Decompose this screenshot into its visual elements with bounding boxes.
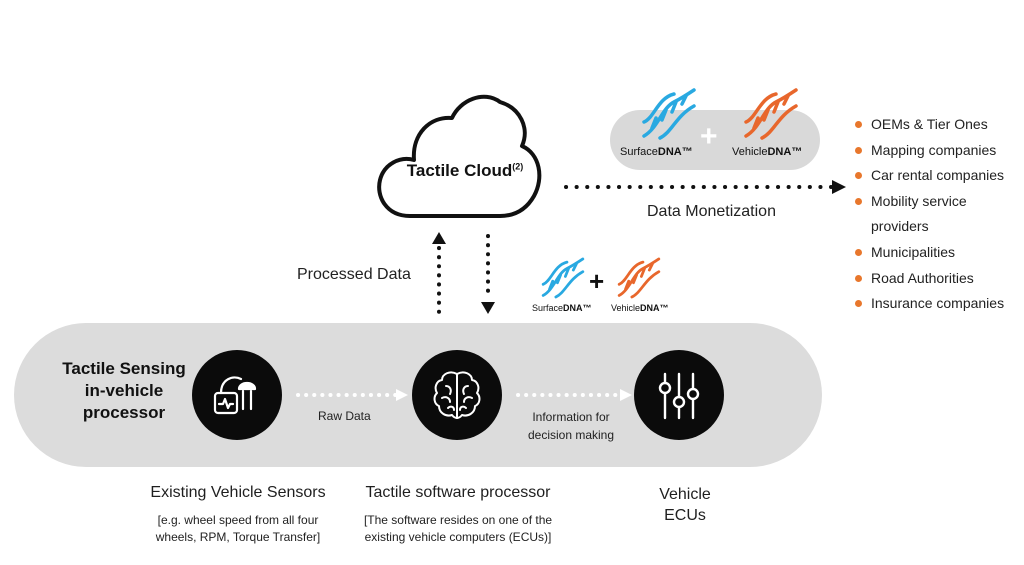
plus-sign-mid: +: [589, 266, 605, 296]
information-label-line1: Information for: [532, 410, 610, 424]
processed-data-arrows: [432, 232, 495, 314]
raw-data-label: Raw Data: [318, 409, 371, 423]
processor-detail: [The software resides on one of the exis…: [350, 512, 566, 546]
vehicle-dna-icon-mid: [617, 257, 661, 299]
slider-knob: [686, 387, 700, 401]
surface-dna-icon: [642, 88, 696, 140]
bullet-dot: [855, 121, 862, 128]
vehicle-prefix: Vehicle: [732, 146, 768, 158]
brain-icon: [433, 371, 481, 419]
bullet-dot: [855, 197, 862, 205]
information-arrow: [516, 389, 632, 401]
vehicle-dna-label-mid: VehicleDNA™: [611, 303, 669, 313]
band-title-line3: processor: [82, 403, 166, 422]
sensor-icon: [213, 376, 257, 415]
band-title-line1: Tactile Sensing: [62, 359, 186, 378]
list-item: Mobility service providers: [855, 189, 1011, 240]
monetization-arrow: [564, 180, 846, 194]
bullet-dot: [855, 248, 862, 256]
list-item: OEMs & Tier Ones: [855, 112, 1011, 138]
processed-data-label: Processed Data: [297, 266, 411, 283]
vehicle-dna-label: VehicleDNA™: [732, 146, 802, 158]
customer-list: OEMs & Tier Ones Mapping companies Car r…: [855, 112, 1011, 317]
cloud-label: Tactile Cloud(2): [390, 161, 540, 181]
plus-sign: +: [700, 120, 718, 153]
cloud-icon: [377, 94, 542, 218]
sensors-detail-line2: wheels, RPM, Torque Transfer]: [155, 530, 321, 544]
bullet-dot: [855, 172, 862, 180]
sensors-detail: [e.g. wheel speed from all four wheels, …: [130, 512, 346, 546]
surface-bold: DNA: [657, 146, 682, 158]
list-item: Municipalities: [855, 240, 1011, 266]
ecus-caption-line2: ECUs: [664, 507, 706, 524]
surface-dna-label-mid: SurfaceDNA™: [532, 303, 592, 313]
processor-detail-line2: existing vehicle computers (ECUs)]: [364, 530, 552, 544]
band-title-line2: in-vehicle: [84, 381, 164, 400]
list-item: Mapping companies: [855, 138, 1011, 164]
surface-tm: ™: [681, 146, 693, 158]
processor-detail-line1: [The software resides on one of the: [363, 513, 553, 527]
sliders-icon: [658, 372, 700, 420]
data-monetization-label: Data Monetization: [647, 203, 776, 220]
cloud-superscript: (2): [512, 161, 524, 172]
sensors-detail-line1: [e.g. wheel speed from all four: [157, 513, 319, 527]
bullet-dot: [855, 274, 862, 282]
list-item: Insurance companies: [855, 291, 1011, 317]
information-label: Information for decision making: [516, 408, 626, 444]
list-item: Car rental companies: [855, 163, 1011, 189]
cloud-label-text: Tactile Cloud: [406, 161, 513, 180]
vehicle-tm: ™: [791, 146, 803, 158]
processor-caption: Tactile software processor: [365, 484, 551, 501]
bullet-dot: [855, 300, 862, 308]
vehicle-dna-icon: [744, 88, 798, 140]
slider-knob: [658, 381, 672, 395]
band-title: Tactile Sensing in-vehicle processor: [54, 358, 194, 424]
bullet-dot: [855, 146, 862, 154]
ecus-caption: Vehicle ECUs: [630, 484, 740, 526]
raw-data-arrow: [296, 389, 408, 401]
surface-dna-label: SurfaceDNA™: [620, 146, 693, 158]
list-item: Road Authorities: [855, 266, 1011, 292]
surface-prefix: Surface: [620, 146, 658, 158]
sensors-caption: Existing Vehicle Sensors: [150, 484, 326, 501]
vehicle-bold: DNA: [767, 146, 792, 158]
ecus-caption-line1: Vehicle: [659, 486, 711, 503]
information-label-line2: decision making: [527, 428, 615, 442]
surface-dna-icon-mid: [541, 257, 585, 299]
slider-knob: [672, 395, 686, 409]
